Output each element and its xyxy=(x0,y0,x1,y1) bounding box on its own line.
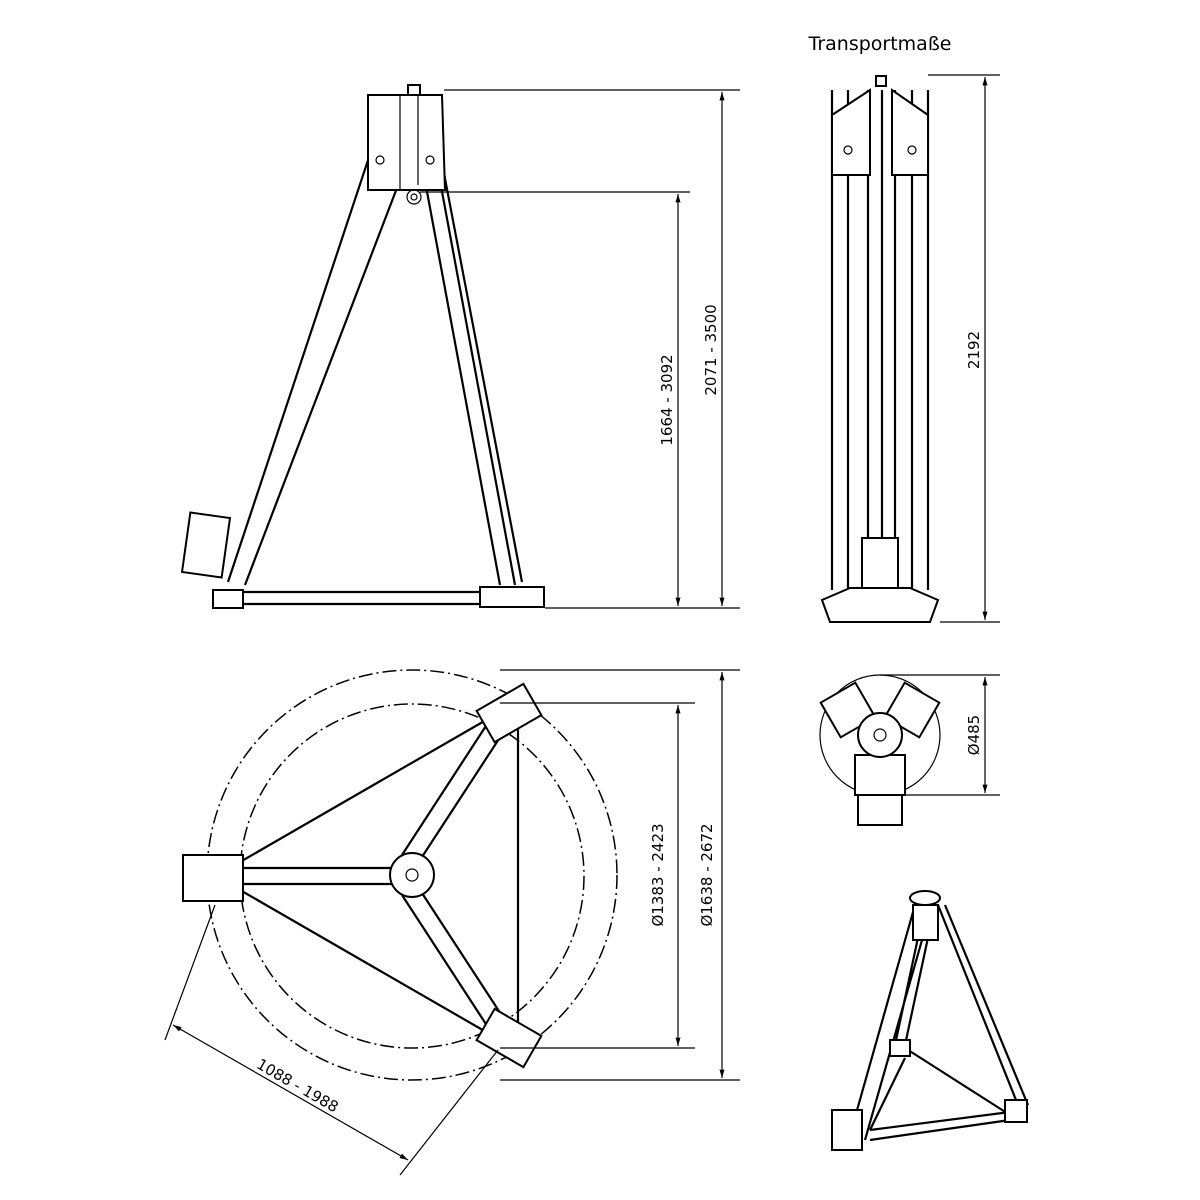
dimension-inner-diameter: Ø1383 - 2423 xyxy=(649,823,667,926)
transport-title: Transportmaße xyxy=(808,33,952,55)
top-view: Ø1383 - 2423 Ø1638 - 2672 1088 - 1988 xyxy=(164,669,740,1176)
dimension-transport-height: 2192 xyxy=(965,331,983,369)
dimension-hook-height: 1664 - 3092 xyxy=(658,354,676,445)
dimension-leg-span: 1088 - 1988 xyxy=(253,1055,341,1116)
transport-view: Transportmaße 2192 xyxy=(808,33,1000,623)
dimension-total-height: 2071 - 3500 xyxy=(702,304,720,395)
transport-top-view: Ø485 xyxy=(819,674,1000,826)
side-view: 2071 - 3500 1664 - 3092 xyxy=(180,84,740,609)
perspective-view xyxy=(831,890,1030,1151)
dimension-outer-diameter: Ø1638 - 2672 xyxy=(698,823,716,926)
dimension-transport-diameter: Ø485 xyxy=(965,715,983,755)
